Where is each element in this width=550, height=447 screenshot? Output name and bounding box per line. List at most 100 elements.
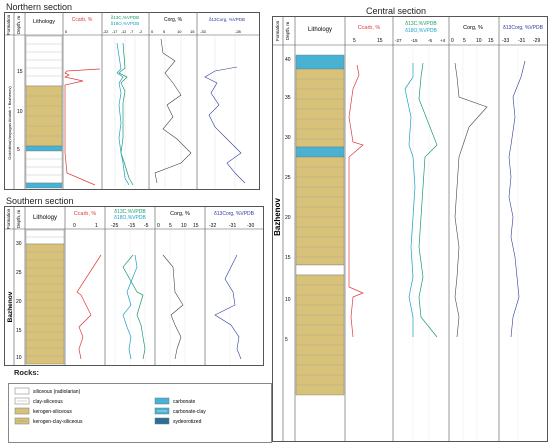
corg-tick: 0 [157, 223, 160, 229]
ccarb-tick: 5 [353, 38, 356, 44]
legend-item-siliceous: siliceous (radiolarian) [14, 387, 81, 395]
legend-item-carbonate-clay: carbonate-clay [154, 407, 206, 415]
ccarb-curve [348, 64, 364, 338]
d13c-header: δ13C,%VPDB [405, 21, 437, 27]
isotope-tick: -22 [103, 30, 108, 34]
legend-title: Rocks: [14, 368, 40, 377]
d18o-curve [122, 254, 138, 360]
depth-label: 20 [16, 299, 22, 305]
ccarb-tick: 15 [377, 38, 383, 44]
corg-tick: 10 [476, 38, 482, 44]
corg-header: Corg, % [463, 25, 483, 31]
svg-text:sydeorotized: sydeorotized [173, 419, 202, 425]
d13c-header: δ13C,%VPDB [114, 209, 146, 215]
corg-tick: 5 [463, 38, 466, 44]
d13corg-tick: -28 [235, 29, 242, 34]
ccarb-tick: 0 [65, 29, 68, 34]
northern-section-panel: Formation Depth, m Lithology Ccarb, % δ1… [4, 12, 260, 190]
isotope-tick: -12 [121, 30, 126, 34]
svg-text:carbonate: carbonate [173, 399, 195, 405]
legend-item-kerogen-clay-siliceous: kerogen-clay-siliceous [14, 417, 83, 425]
d18o-header: δ18O,%VPDB [114, 215, 146, 221]
isotope-tick: -17 [112, 30, 117, 34]
lithology-column [25, 35, 63, 189]
legend-item-clay-siliceous: clay-siliceous [14, 397, 63, 405]
d13corg-curve [214, 254, 242, 360]
depth-label: 5 [17, 147, 20, 153]
corg-curve [454, 62, 488, 338]
d18o-header: δ18O,%VPDB [405, 28, 437, 34]
svg-text:carbonate-clay: carbonate-clay [173, 409, 206, 415]
d13corg-curve [204, 66, 246, 184]
ccarb-header: Ccarb, % [358, 25, 381, 31]
depth-label: 5 [285, 337, 288, 343]
d13c-curve [122, 254, 146, 360]
svg-text:siliceous (radiolarian): siliceous (radiolarian) [33, 389, 81, 395]
rocks-legend: siliceous (radiolarian) clay-siliceous k… [8, 383, 272, 443]
depth-header: Depth, m [285, 22, 290, 41]
corg-tick: 0 [151, 29, 154, 34]
depth-label: 20 [285, 215, 291, 221]
southern-section-panel: Formation Depth, m Lithology Ccarb, % δ1… [4, 206, 264, 366]
isotope-tick: -5 [428, 38, 432, 43]
d13corg-header: δ13Corg, %VPDB [214, 211, 255, 217]
depth-label: 15 [285, 255, 291, 261]
northern-section-log: Formation Depth, m Lithology Ccarb, % δ1… [5, 13, 259, 189]
legend-item-sideritized: sydeorotized [154, 417, 202, 425]
d18o-curve [404, 63, 416, 337]
formation-label: Golchikha(Vasyugan Abalak + Bazhenov) [7, 86, 12, 160]
depth-label: 10 [16, 355, 22, 361]
corg-tick: 10 [177, 29, 182, 34]
corg-tick: 15 [488, 38, 494, 44]
corg-header: Corg, % [170, 211, 190, 217]
legend-item-kerogen-siliceous: kerogen-siliceous [14, 407, 72, 415]
isotope-tick: -7 [130, 30, 133, 34]
corg-tick: 15 [193, 223, 199, 229]
southern-section-log: Formation Depth, m Lithology Ccarb, % δ1… [5, 207, 263, 365]
depth-label: 25 [285, 175, 291, 181]
corg-header: Corg, % [164, 17, 183, 23]
corg-tick: 5 [169, 223, 172, 229]
d13corg-tick: -32 [209, 223, 216, 229]
ccarb-header: Ccarb, % [72, 17, 93, 23]
d13corg-tick: -29 [533, 38, 540, 44]
d13c-curve [418, 62, 438, 338]
central-section-panel: Formation Depth, m Lithology Ccarb, % δ1… [272, 16, 548, 442]
central-section-title: Central section [366, 6, 427, 16]
lithology-column [25, 229, 65, 365]
ccarb-curve [76, 254, 102, 360]
d18o-curve [116, 42, 130, 186]
formation-label: Bazhenov [7, 291, 14, 322]
corg-tick: 5 [163, 29, 166, 34]
d13corg-tick: -30 [247, 223, 254, 229]
isotope-tick: -15 [411, 38, 418, 43]
depth-label: 40 [285, 57, 291, 63]
depth-label: 30 [16, 241, 22, 247]
d13corg-curve [508, 60, 526, 338]
isotope-tick: -5 [144, 223, 149, 229]
svg-text:clay-siliceous: clay-siliceous [33, 399, 63, 405]
isotope-tick: -15 [128, 223, 135, 229]
corg-tick: 0 [451, 38, 454, 44]
depth-label: 10 [17, 109, 23, 115]
lithology-header: Lithology [308, 27, 332, 33]
depth-label: 25 [16, 270, 22, 276]
d13corg-header: δ13Corg, %VPDB [209, 17, 245, 22]
formation-header: Formation [275, 20, 280, 41]
svg-text:kerogen-clay-siliceous: kerogen-clay-siliceous [33, 419, 83, 425]
legend-item-carbonate: carbonate [154, 397, 195, 405]
depth-label: 15 [17, 69, 23, 75]
d13c-curve [118, 42, 134, 186]
corg-tick: 15 [190, 29, 195, 34]
ccarb-tick: 0 [73, 223, 76, 229]
depth-label: 30 [285, 135, 291, 141]
lithology-header: Lithology [33, 19, 55, 25]
ccarb-header: Ccarb, % [74, 211, 97, 217]
isotope-tick: -27 [395, 38, 402, 43]
depth-label: 10 [285, 297, 291, 303]
isotope-tick: +4 [440, 38, 446, 43]
depth-header: Depth, m [16, 16, 21, 35]
ccarb-tick: 1 [95, 223, 98, 229]
northern-section-title: Northern section [6, 2, 73, 12]
d13corg-tick: -33 [502, 38, 509, 44]
